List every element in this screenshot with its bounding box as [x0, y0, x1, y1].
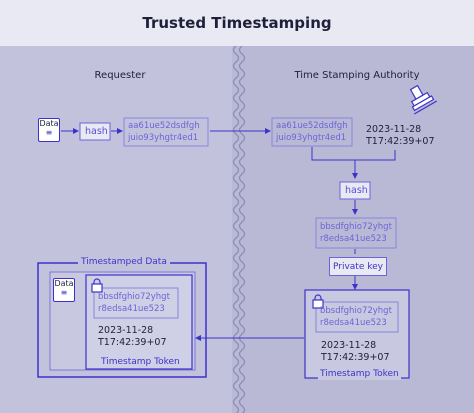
tsa-hash-value-line2: juio93yhgtr4ed1 — [276, 133, 347, 143]
result-data-label: Data — [54, 279, 74, 288]
tsa-token-box — [304, 289, 410, 379]
timestamped-data-label: Timestamped Data — [78, 257, 170, 268]
document-icon: Data ≡ — [53, 278, 75, 302]
tsa-token-hash-line2: r8edsa41ue523 — [320, 318, 387, 328]
private-key-label: Private key — [333, 261, 383, 272]
requester-heading: Requester — [94, 70, 146, 81]
result-token-hash-line2: r8edsa41ue523 — [98, 304, 165, 314]
document-icon: Data ≡ — [38, 118, 60, 142]
title-band: Trusted Timestamping — [0, 0, 474, 46]
merge-line-left — [311, 147, 356, 176]
private-key-box: Private key — [329, 257, 387, 276]
text-lines-icon: ≡ — [45, 128, 53, 137]
tsa-hash-value-line1: aa61ue52dsdfgh — [276, 121, 348, 131]
data-label: Data — [39, 119, 59, 128]
lock-icon — [91, 278, 103, 293]
result-token-hash-line1: bbsdfghio72yhgt — [98, 292, 170, 302]
result-token-hash-box — [93, 287, 179, 319]
hash-value-line2: juio93yhgtr4ed1 — [128, 133, 199, 143]
tsa-token-hash-line1: bbsdfghio72yhgt — [320, 306, 392, 316]
diagram-title: Trusted Timestamping — [142, 14, 332, 32]
tsa-date: 2023-11-28 — [366, 124, 422, 135]
digest-line1: bbsdfghio72yhgt — [320, 222, 392, 232]
stamp-icon — [409, 84, 438, 115]
hash-label: hash — [85, 126, 108, 137]
tsa-hash-label: hash — [345, 185, 368, 196]
tsa-heading: Time Stamping Authority — [294, 70, 420, 81]
hash-value-box — [123, 117, 209, 147]
tsa-hash-box — [339, 181, 371, 200]
result-token-date: 2023-11-28 — [98, 325, 154, 336]
tsa-token-hash-box — [315, 301, 399, 333]
hash-value-line1: aa61ue52dsdfgh — [128, 121, 200, 131]
result-token-box — [85, 274, 193, 370]
digest-box — [315, 217, 397, 249]
tsa-hash-value-box — [271, 117, 353, 147]
diagram-graphics — [0, 46, 438, 413]
hash-box — [79, 122, 111, 141]
tsa-time: T17:42:39+07 — [366, 136, 435, 147]
result-token-time: T17:42:39+07 — [98, 337, 167, 348]
tsa-token-label: Timestamp Token — [318, 369, 401, 380]
lock-icon — [312, 294, 324, 309]
wavy-divider — [232, 46, 240, 413]
tsa-token-time: T17:42:39+07 — [321, 352, 390, 363]
merge-line-right — [355, 150, 396, 161]
text-lines-icon: ≡ — [60, 288, 68, 297]
tsa-token-date: 2023-11-28 — [321, 340, 377, 351]
result-token-label: Timestamp Token — [101, 357, 180, 367]
digest-line2: r8edsa41ue523 — [320, 234, 387, 244]
